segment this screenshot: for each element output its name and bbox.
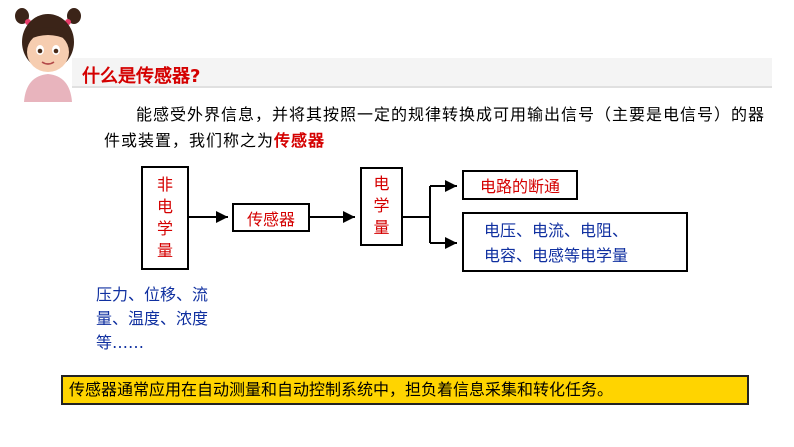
- note-line: 等……: [96, 331, 246, 355]
- electric-quantity-box: 电 学 量: [360, 167, 403, 246]
- circuit-switch-box: 电路的断通: [462, 170, 578, 200]
- box-char: 电: [362, 173, 401, 195]
- box-char: 非: [143, 174, 187, 196]
- box-char: 量: [143, 240, 187, 262]
- output2-line2: 电容、电感等电学量: [484, 243, 686, 268]
- non-electric-quantity-box: 非 电 学 量: [141, 166, 189, 270]
- note-line: 压力、位移、流: [96, 283, 246, 307]
- examples-note: 压力、位移、流 量、温度、浓度 等……: [96, 283, 246, 355]
- output1-label: 电路的断通: [480, 173, 560, 197]
- electrical-quantities-box: 电压、电流、电阻、 电容、电感等电学量: [462, 212, 688, 272]
- box-char: 学: [143, 218, 187, 240]
- sensor-box: 传感器: [232, 203, 310, 232]
- output2-line1: 电压、电流、电阻、: [484, 218, 686, 243]
- summary-banner: 传感器通常应用在自动测量和自动控制系统中，担负着信息采集和转化任务。: [61, 375, 749, 405]
- box-char: 电: [143, 196, 187, 218]
- box-char: 量: [362, 217, 401, 239]
- note-line: 量、温度、浓度: [96, 307, 246, 331]
- sensor-label: 传感器: [247, 206, 295, 230]
- box-char: 学: [362, 195, 401, 217]
